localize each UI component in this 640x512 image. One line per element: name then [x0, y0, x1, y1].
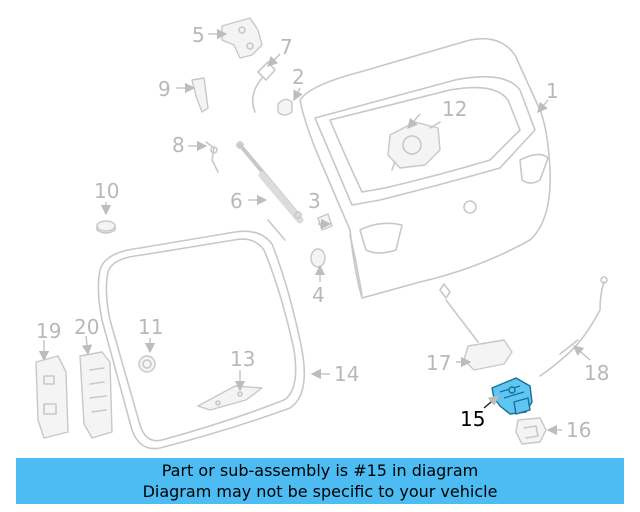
wiper-motor-part-12 [387, 121, 441, 171]
callout-19: 19 [36, 319, 61, 343]
tailgate-part-1 [299, 37, 551, 299]
callout-1: 1 [546, 79, 559, 103]
leader-lines [38, 28, 591, 436]
bumper-part-2 [277, 98, 293, 116]
strut-lower [267, 219, 286, 241]
bolt-part-3 [317, 213, 333, 231]
callout-labels: 1 2 3 4 5 6 7 8 9 10 11 12 13 14 15 16 1… [36, 23, 609, 442]
gas-strut-part-6 [236, 141, 304, 224]
info-banner: Part or sub-assembly is #15 in diagram D… [16, 458, 624, 504]
hinge-arm-part-9 [191, 77, 209, 113]
callout-18: 18 [584, 361, 609, 385]
callout-2: 2 [292, 65, 305, 89]
callout-7: 7 [280, 35, 293, 59]
callout-8: 8 [172, 133, 185, 157]
callout-12: 12 [442, 97, 467, 121]
callout-10: 10 [94, 179, 119, 203]
callout-4: 4 [312, 283, 325, 307]
callout-9: 9 [158, 77, 171, 101]
exploded-parts-diagram: 1 2 3 4 5 6 7 8 9 10 11 12 13 14 15 16 1… [35, 17, 609, 450]
weatherstrip-part-14 [97, 230, 306, 450]
cable-part-18 [539, 276, 608, 377]
callout-16: 16 [566, 418, 591, 442]
grommet-part-4 [310, 248, 326, 268]
callout-13: 13 [230, 347, 255, 371]
callout-14: 14 [334, 362, 359, 386]
bracket-part-7 [251, 61, 276, 113]
handle-trim-part-13 [197, 385, 263, 411]
callout-6: 6 [230, 189, 243, 213]
panel-part-19 [35, 355, 69, 439]
callout-3: 3 [308, 189, 321, 213]
callout-17: 17 [426, 351, 451, 375]
plug-part-11 [138, 355, 156, 373]
banner-line-part-number: Part or sub-assembly is #15 in diagram [161, 461, 479, 480]
callout-11: 11 [138, 315, 163, 339]
banner-line-disclaimer: Diagram may not be specific to your vehi… [142, 482, 498, 501]
hinge-part-5 [221, 17, 263, 59]
clip-part-8 [205, 141, 219, 173]
callout-20: 20 [74, 315, 99, 339]
latch-part-15-highlighted[interactable] [491, 377, 533, 415]
lock-cable-part-17 [439, 283, 513, 371]
cap-part-10 [96, 220, 116, 234]
striker-part-16 [515, 417, 547, 445]
callout-5: 5 [192, 23, 205, 47]
panel-part-20 [79, 351, 113, 439]
callout-15-highlighted: 15 [460, 407, 485, 431]
